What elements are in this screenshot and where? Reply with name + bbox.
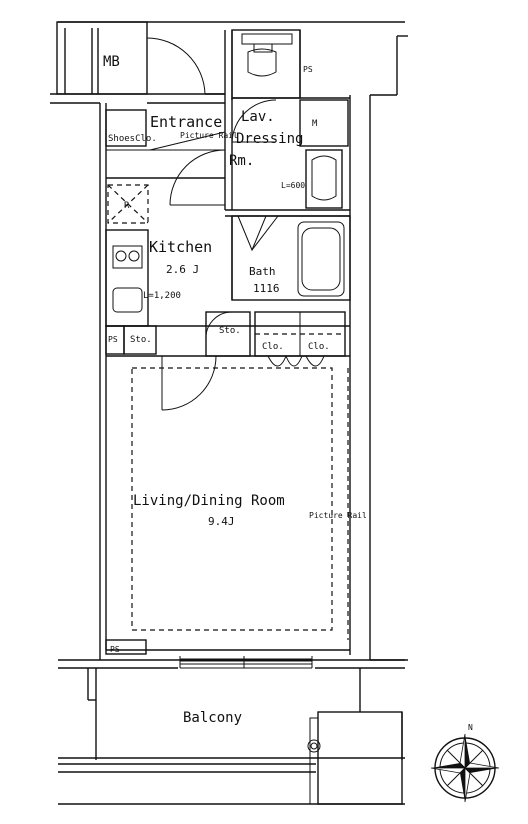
refrigerator-space — [107, 184, 149, 224]
kitchen-size-label: 2.6 J — [166, 263, 199, 276]
m-label: M — [312, 119, 318, 129]
dressing-label: Dressing — [236, 131, 303, 147]
picture-rail-right-label: Picture Rail — [309, 511, 367, 520]
clo-1-label: Clo. — [262, 342, 284, 352]
ps-bottom-label: PS — [110, 645, 120, 654]
bath-area — [231, 215, 351, 301]
balcony-area — [58, 668, 405, 805]
ps-top-label: PS — [303, 65, 313, 74]
living-label: Living/Dining Room — [133, 493, 285, 509]
ps-left-label: PS — [108, 335, 118, 344]
picture-rail-top-label: Picture Rail — [180, 131, 238, 140]
lav-label: Lav. — [241, 109, 275, 125]
living-dining-area — [105, 355, 349, 655]
north-label: N — [468, 723, 473, 732]
compass-icon — [430, 733, 500, 803]
clo-2-label: Clo. — [308, 342, 330, 352]
exterior-walls — [50, 21, 408, 669]
room-labels: MB Entrance ShoesClo. Picture Rail Lav. … — [103, 54, 473, 732]
sto-left-label: Sto. — [130, 335, 152, 345]
laundry-label: L=600 — [281, 181, 305, 190]
bath-size-label: 1116 — [253, 282, 280, 295]
entrance-label: Entrance — [150, 113, 222, 131]
entrance-area — [105, 37, 226, 206]
mb-label: MB — [103, 54, 120, 70]
living-size-label: 9.4J — [208, 515, 235, 528]
sto-center-label: Sto. — [219, 326, 241, 336]
counter-label: L=1,200 — [143, 291, 181, 301]
kitchen-label: Kitchen — [149, 238, 212, 256]
storage-area — [105, 311, 346, 367]
bath-label: Bath — [249, 265, 276, 278]
shoes-closet-label: ShoesClo. — [108, 134, 157, 144]
balcony-label: Balcony — [183, 710, 242, 726]
refrigerator-label: R — [124, 201, 130, 211]
rm-label: Rm. — [229, 153, 254, 169]
